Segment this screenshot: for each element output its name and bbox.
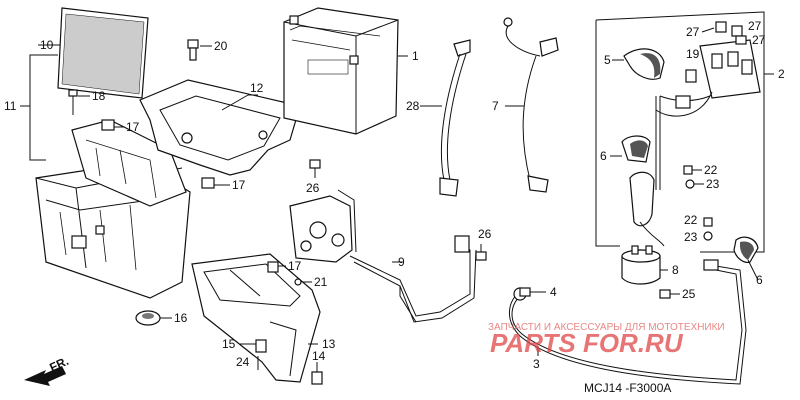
pin-24: 24 [236,355,259,370]
callout-25: 25 [682,287,696,301]
bracket-11: 11 [4,54,58,161]
cable-7: 7 [492,17,559,193]
battery-box [35,119,191,299]
callout-21: 21 [314,275,328,289]
support-frame-9: 9 [289,189,477,323]
front-arrow: FR. [24,354,71,386]
bolt-14: 14 [311,349,326,385]
clip-17b: 17 [201,177,246,192]
strap-28: 28 [406,39,471,197]
callout-16: 16 [174,311,188,325]
callout-9: 9 [398,255,405,269]
callout-17a: 17 [126,120,140,134]
cover-plate-10: 10 [38,7,149,99]
callout-1: 1 [412,49,419,63]
starter-cable: 6 [600,96,665,247]
callout-17b: 17 [232,178,246,192]
callout-10: 10 [40,38,54,52]
boot-6b: 6 [733,236,763,287]
assembly-2: 2 [595,11,785,253]
clip-17a: 17 [101,119,140,134]
callout-27a: 27 [686,25,700,39]
callout-13: 13 [322,337,336,351]
callout-17c: 17 [288,259,302,273]
callout-19: 19 [686,47,700,61]
callout-4: 4 [550,285,557,299]
battery-1: 1 [283,7,419,135]
screw-21: 21 [294,275,328,289]
bolt-25: 25 [659,287,696,301]
callout-20: 20 [214,39,228,53]
clip-17c: 17 [267,259,302,273]
callout-15: 15 [222,337,236,351]
bolt-26b: 26 [475,227,492,261]
callout-6b: 6 [756,273,763,287]
callout-6a: 6 [600,149,607,163]
holder-frame-12: 12 [139,79,301,176]
bolt-20: 20 [187,39,228,61]
callout-22a: 22 [704,163,718,177]
callout-27b: 27 [748,19,762,33]
callout-14: 14 [312,349,326,363]
callout-22b: 22 [684,213,698,227]
starter-relay-8: 8 [621,245,679,285]
callout-26a: 26 [306,181,320,195]
bolt-15: 15 [222,337,267,353]
callouts-27: 27 27 27 [686,19,766,47]
cap-5: 5 [604,48,665,80]
watermark-line1: ЗАПЧАСТИ И АКСЕССУАРЫ ДЛЯ МОТОТЕХНИКИ [488,322,725,333]
bolt-26a: 26 [306,159,321,195]
callout-3: 3 [533,357,540,371]
callout-24: 24 [236,355,250,369]
callout-group-19: 19 [686,47,700,61]
bolt-18: 18 [68,89,106,115]
callout-27c: 27 [752,33,766,47]
callout-18: 18 [92,89,106,103]
callout-12: 12 [250,81,264,95]
front-label: FR. [47,354,70,375]
grommet-16: 16 [135,310,188,326]
callout-23b: 23 [684,230,698,244]
callout-8: 8 [672,263,679,277]
callout-11: 11 [4,99,17,113]
callout-26b: 26 [478,227,492,241]
callout-7: 7 [492,99,499,113]
nuts-22-23: 22 23 22 23 [683,163,720,244]
watermark: ЗАПЧАСТИ И АКСЕССУАРЫ ДЛЯ МОТОТЕХНИКИ PA… [488,322,725,358]
watermark-line2: PARTS FOR.RU [490,328,684,358]
callout-5: 5 [604,53,611,67]
callout-2: 2 [778,67,785,81]
diagram-code: MCJ14 -F3000A [584,381,671,395]
callout-23a: 23 [706,177,720,191]
bolt-4: 4 [519,285,557,299]
callout-28: 28 [406,99,420,113]
